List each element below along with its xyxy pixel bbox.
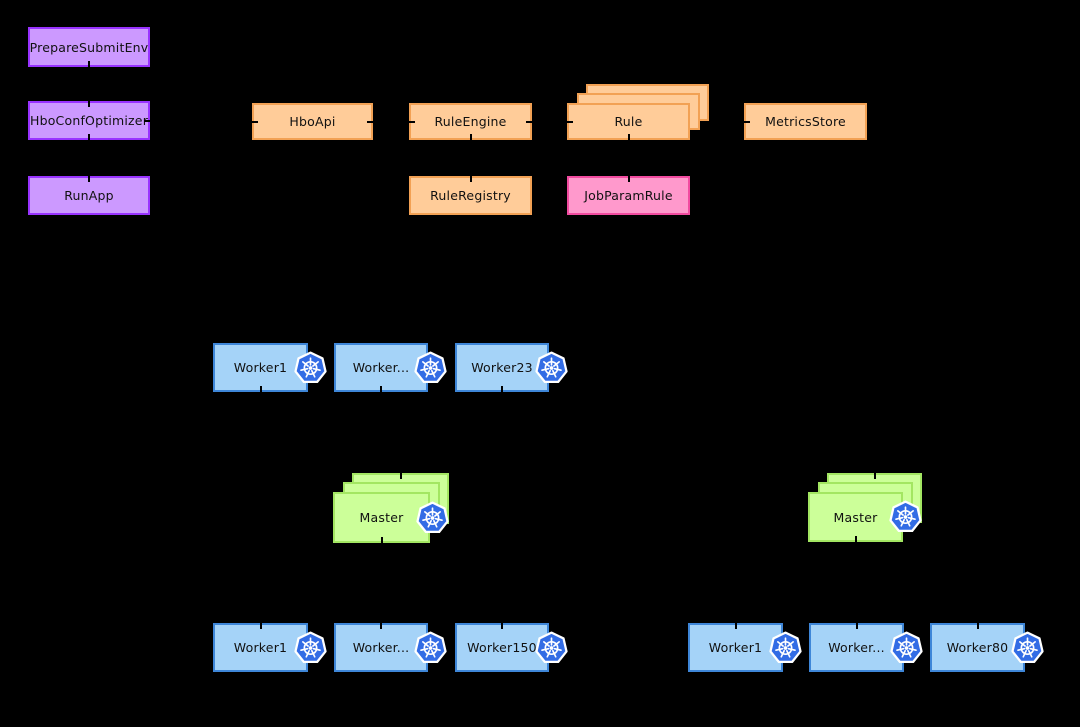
connector-stub <box>380 386 382 394</box>
connector-stub <box>88 61 90 69</box>
node-rule-registry: RuleRegistry <box>409 174 532 215</box>
kubernetes-icon <box>767 629 804 666</box>
connector-stub <box>469 174 472 182</box>
node-worker: Worker... <box>334 343 428 394</box>
node-rule-engine: RuleEngine <box>407 103 534 142</box>
connector-stub <box>380 537 383 545</box>
connector-stub <box>855 621 858 629</box>
node-label: JobParamRule <box>584 188 673 203</box>
node-worker: Worker... <box>809 621 904 672</box>
kubernetes-icon <box>292 349 329 386</box>
node-rule: Rule <box>565 103 690 142</box>
connector-stub <box>259 621 262 629</box>
node-worker: Worker80 <box>930 621 1025 672</box>
node-label: Worker150 <box>467 640 537 655</box>
node-label: Worker1 <box>233 640 288 655</box>
connector-stub <box>501 621 503 629</box>
connector-stub <box>854 536 857 544</box>
connector-stub <box>627 174 630 182</box>
node-worker: Worker23 <box>455 343 549 394</box>
kubernetes-icon <box>1009 629 1046 666</box>
node-prepare-submit-env: PrepareSubmitEnv <box>28 27 150 69</box>
connector-stub <box>380 621 382 629</box>
node-worker: Worker... <box>334 621 428 672</box>
node-label: RuleRegistry <box>430 188 511 203</box>
connector-stub <box>407 120 415 123</box>
node-master: Master <box>808 492 903 544</box>
connector-stub <box>144 119 152 122</box>
node-master-left-stack: Master <box>333 471 449 545</box>
node-label: Worker... <box>828 640 885 655</box>
node-label: HboConfOptimizer <box>29 113 149 128</box>
connector-stub <box>526 120 534 123</box>
node-label: Master <box>833 509 878 525</box>
node-label: Worker80 <box>946 640 1009 655</box>
node-label: Worker1 <box>233 360 288 375</box>
connector-stub <box>367 120 375 123</box>
node-label: MetricsStore <box>765 114 846 129</box>
connector-arc <box>606 212 645 224</box>
connector-stub <box>565 120 573 123</box>
kubernetes-icon <box>412 349 449 386</box>
node-label: RunApp <box>64 188 114 203</box>
kubernetes-icon <box>533 349 570 386</box>
node-job-param-rule: JobParamRule <box>567 174 690 224</box>
connector-stub <box>88 174 90 182</box>
node-worker: Worker150 <box>455 621 549 672</box>
node-hbo-api: HboApi <box>250 103 375 140</box>
node-label: Rule <box>614 114 643 129</box>
node-master-right-stack: Master <box>808 471 922 544</box>
connector-stub <box>259 386 262 394</box>
node-label: Worker23 <box>471 360 533 375</box>
node-metrics-store: MetricsStore <box>742 103 867 140</box>
node-worker: Worker1 <box>213 343 308 394</box>
connector-stub <box>501 386 503 394</box>
node-worker: Worker1 <box>688 621 783 672</box>
node-label: Worker... <box>352 360 410 375</box>
node-label: RuleEngine <box>434 114 507 129</box>
connector-stub <box>469 134 472 142</box>
connector-stub <box>627 134 630 142</box>
kubernetes-icon <box>412 629 449 666</box>
connector-stub <box>873 471 876 479</box>
node-master: Master <box>333 492 430 545</box>
node-worker: Worker1 <box>213 621 308 672</box>
node-label: HboApi <box>289 114 336 129</box>
kubernetes-icon <box>533 629 570 666</box>
node-label: Master <box>359 510 404 525</box>
connector-stub <box>88 99 90 107</box>
connector-stub <box>88 134 90 142</box>
connector-stub <box>399 471 402 479</box>
node-rule-stack: Rule <box>565 84 709 142</box>
connector-stub <box>976 621 979 629</box>
node-label: Worker1 <box>708 640 763 655</box>
connector-stub <box>734 621 737 629</box>
kubernetes-icon <box>888 629 925 666</box>
kubernetes-icon <box>292 629 329 666</box>
node-label: PrepareSubmitEnv <box>29 39 149 55</box>
connector-stub <box>742 120 750 123</box>
connector-stub <box>250 120 258 123</box>
node-hbo-conf-optimizer: HboConfOptimizer <box>28 99 152 142</box>
node-label: Worker... <box>352 640 410 655</box>
node-run-app: RunApp <box>28 174 150 215</box>
